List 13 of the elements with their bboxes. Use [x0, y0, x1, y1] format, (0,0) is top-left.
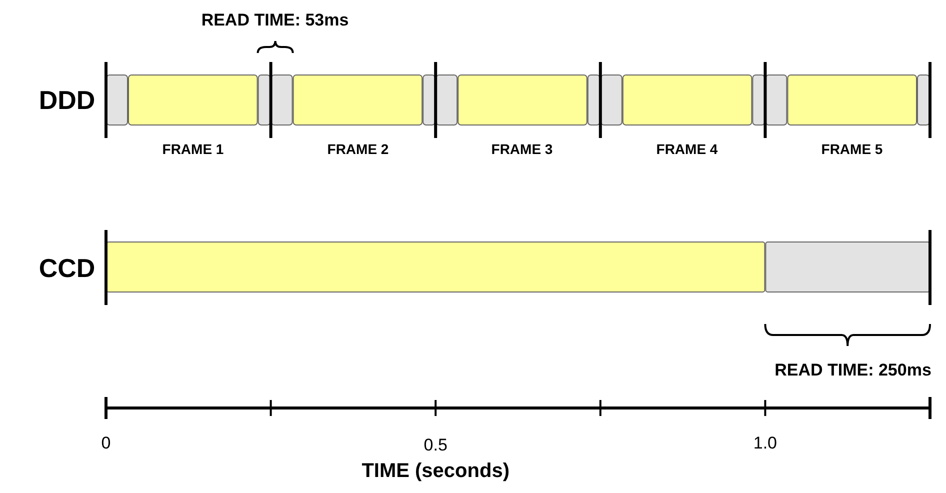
- frame-label: FRAME 1: [162, 142, 224, 156]
- frame-label: FRAME 4: [656, 142, 718, 156]
- row-label: DDD: [38, 87, 96, 113]
- row-label: CCD: [38, 255, 96, 281]
- frame-label: FRAME 3: [491, 142, 553, 156]
- axis-title: TIME (seconds): [362, 461, 510, 481]
- tick-label: 0: [101, 434, 111, 452]
- annotation-text: READ TIME: 53ms: [201, 12, 349, 28]
- annotation-text: READ TIME: 250ms: [774, 362, 932, 378]
- frame-label: FRAME 2: [327, 142, 389, 156]
- tick-label: 0.5: [424, 436, 448, 454]
- tick-label: 1.0: [753, 434, 777, 452]
- frame-label: FRAME 5: [821, 142, 883, 156]
